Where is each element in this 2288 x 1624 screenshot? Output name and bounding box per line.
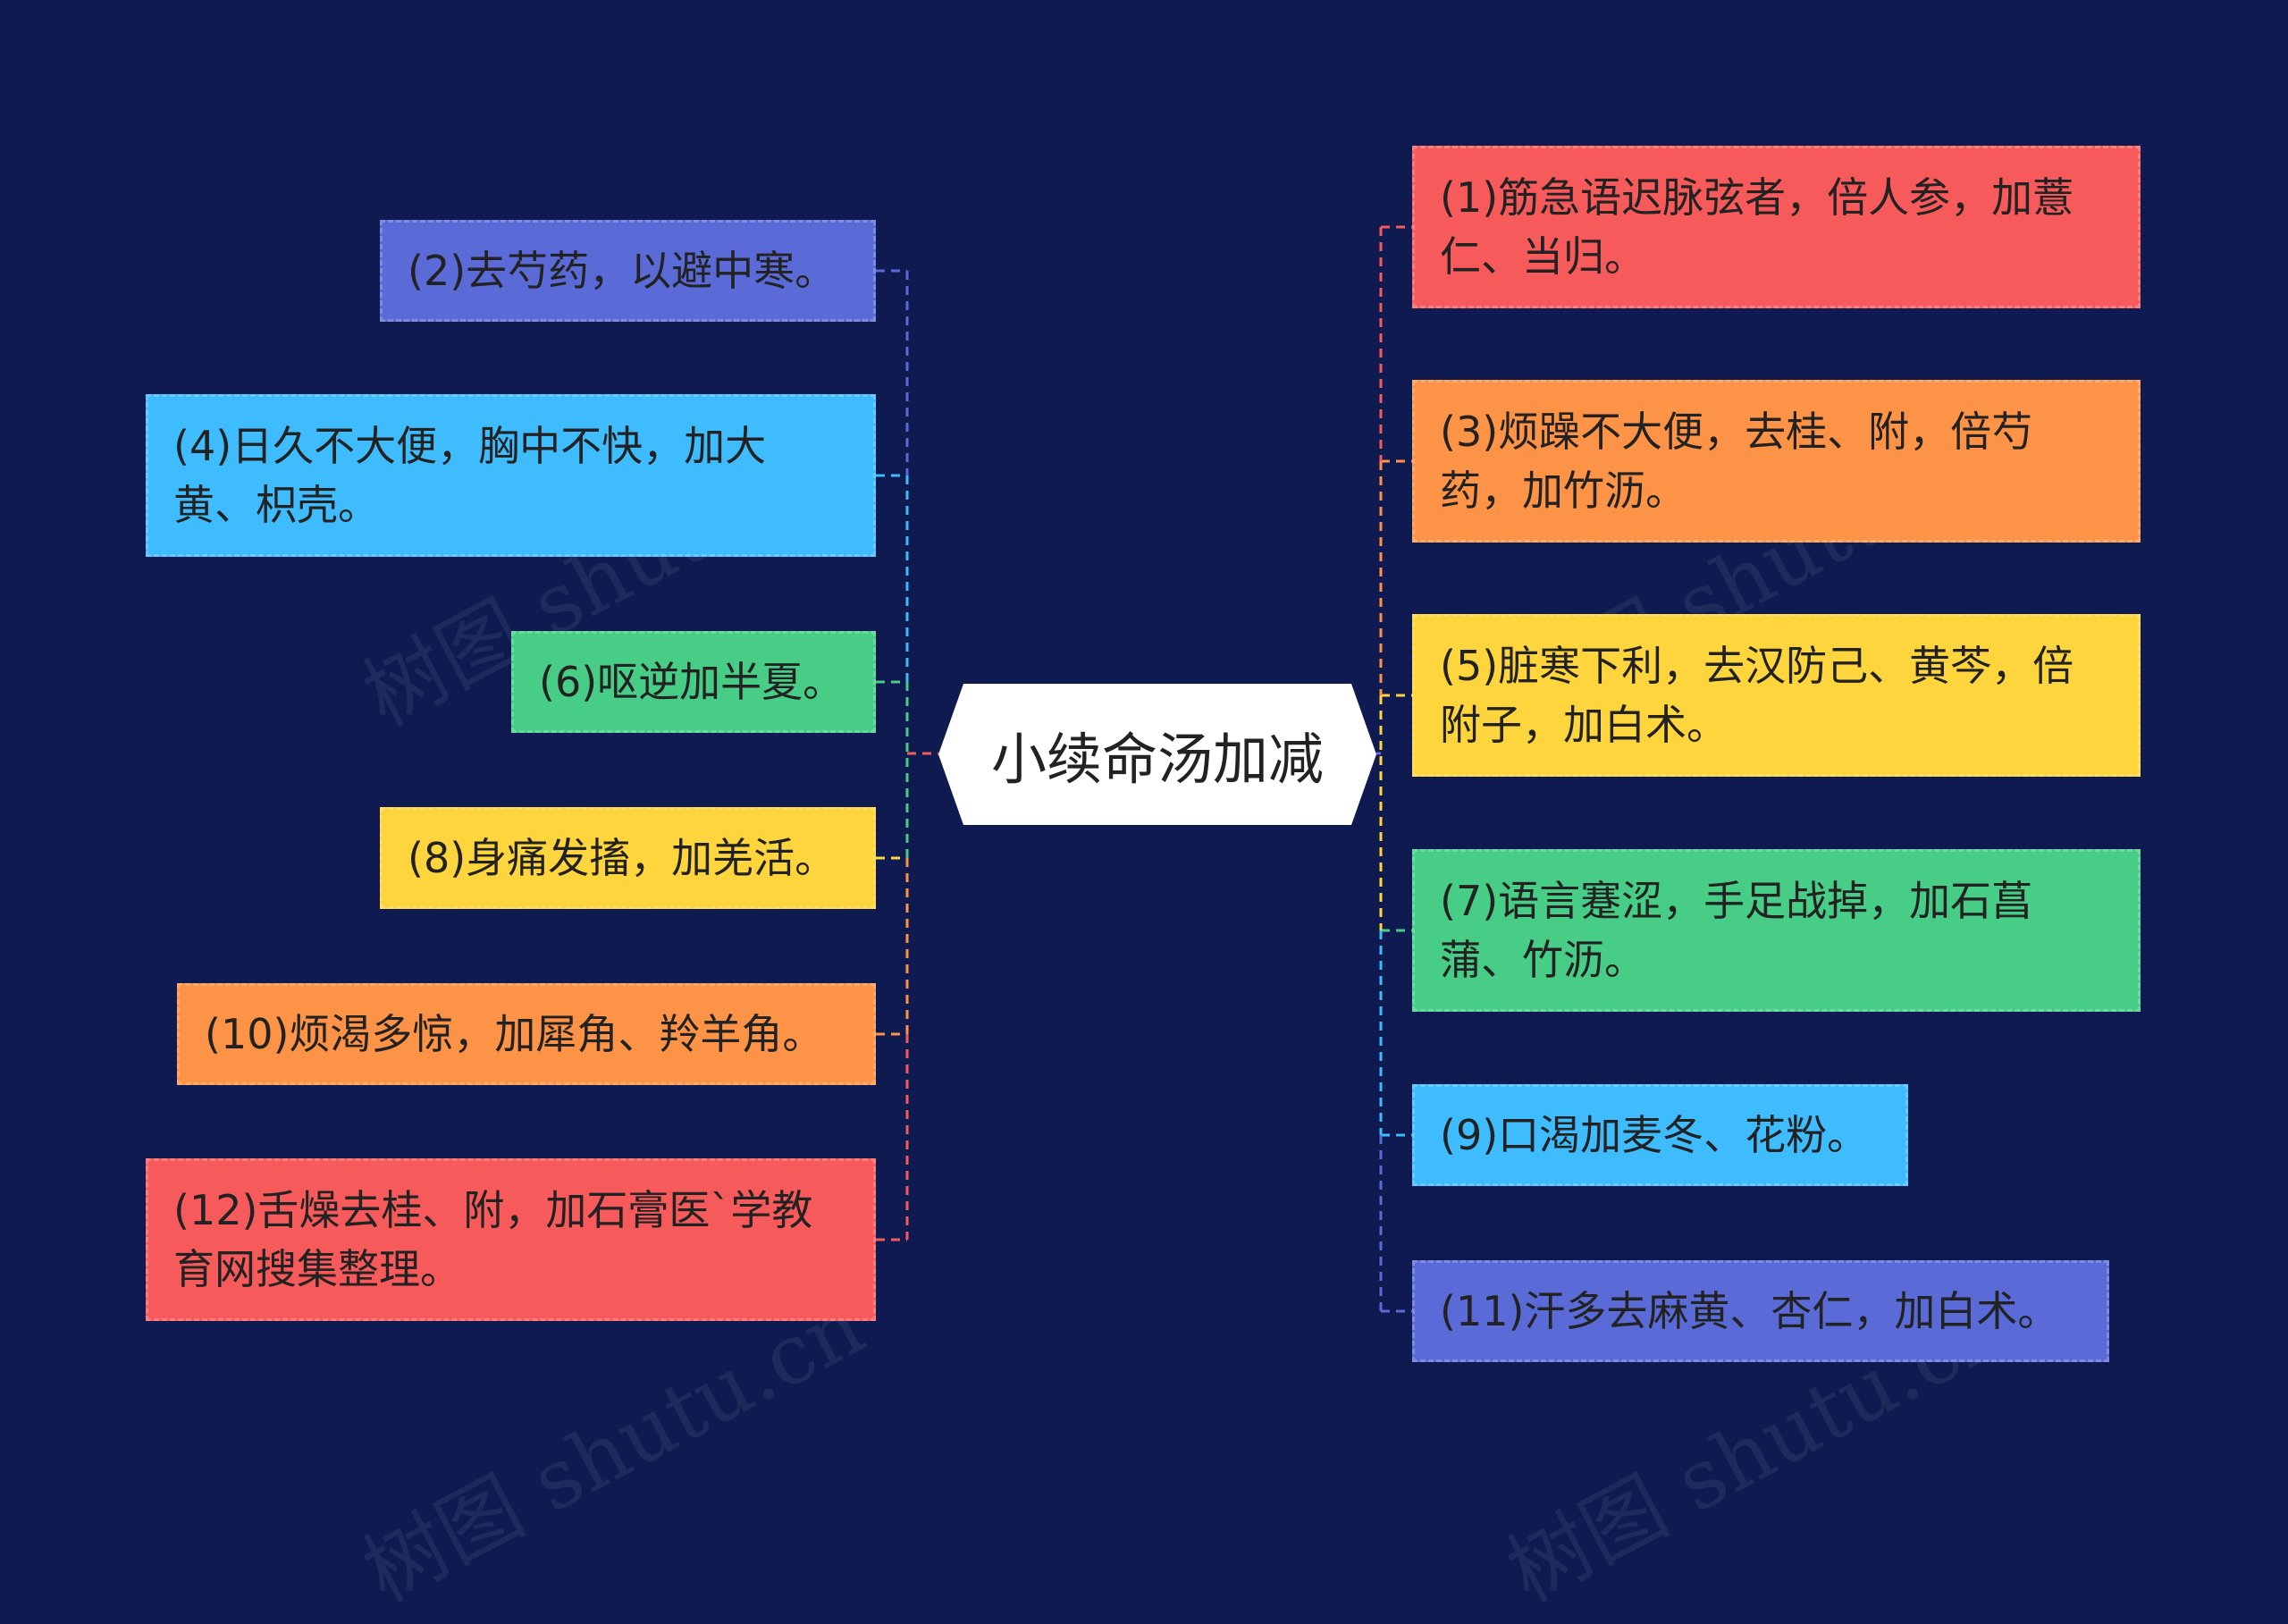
node-text: (3)烦躁不大便，去桂、附，倍芍药，加竹沥。	[1440, 408, 2033, 515]
node-text: (4)日久不大便，胸中不快，加大黄、枳壳。	[173, 422, 767, 529]
connector-lines	[876, 225, 1412, 1313]
central-topic[interactable]: 小续命汤加减	[938, 684, 1376, 825]
node-text: (10)烦渴多惊，加犀角、羚羊角。	[205, 1010, 824, 1058]
right-node-1[interactable]: (1)筋急语迟脉弦者，倍人参，加薏仁、当归。	[1412, 146, 2141, 308]
right-node-7[interactable]: (7)语言蹇涩，手足战掉，加石菖蒲、竹沥。	[1412, 849, 2141, 1012]
node-text: (12)舌燥去桂、附，加石膏医`学教育网搜集整理。	[173, 1186, 813, 1293]
node-text: (5)脏寒下利，去汉防己、黄芩，倍附子，加白术。	[1440, 642, 2074, 749]
node-text: (11)汗多去麻黄、杏仁，加白术。	[1440, 1287, 2059, 1335]
mind-map-canvas: 树图 shutu.cn 树图 shutu.cn 树图 shutu.cn 树图 s…	[146, 146, 2141, 1620]
central-topic-label: 小续命汤加减	[990, 727, 1324, 792]
left-node-12[interactable]: (12)舌燥去桂、附，加石膏医`学教育网搜集整理。	[146, 1158, 876, 1321]
left-node-8[interactable]: (8)身痛发搐，加羌活。	[380, 807, 876, 909]
right-node-5[interactable]: (5)脏寒下利，去汉防己、黄芩，倍附子，加白术。	[1412, 614, 2141, 777]
right-node-11[interactable]: (11)汗多去麻黄、杏仁，加白术。	[1412, 1260, 2109, 1362]
right-node-3[interactable]: (3)烦躁不大便，去桂、附，倍芍药，加竹沥。	[1412, 380, 2141, 543]
node-text: (7)语言蹇涩，手足战掉，加石菖蒲、竹沥。	[1440, 877, 2033, 984]
left-node-2[interactable]: (2)去芍药，以避中寒。	[380, 220, 876, 322]
left-node-4[interactable]: (4)日久不大便，胸中不快，加大黄、枳壳。	[146, 394, 876, 557]
left-node-10[interactable]: (10)烦渴多惊，加犀角、羚羊角。	[177, 983, 876, 1085]
node-text: (6)呕逆加半夏。	[539, 658, 845, 706]
node-text: (9)口渴加麦冬、花粉。	[1440, 1111, 1869, 1159]
left-node-6[interactable]: (6)呕逆加半夏。	[511, 631, 876, 733]
right-node-9[interactable]: (9)口渴加麦冬、花粉。	[1412, 1084, 1908, 1186]
node-text: (8)身痛发搐，加羌活。	[408, 834, 837, 882]
node-text: (1)筋急语迟脉弦者，倍人参，加薏仁、当归。	[1440, 173, 2074, 281]
node-text: (2)去芍药，以避中寒。	[408, 247, 837, 295]
